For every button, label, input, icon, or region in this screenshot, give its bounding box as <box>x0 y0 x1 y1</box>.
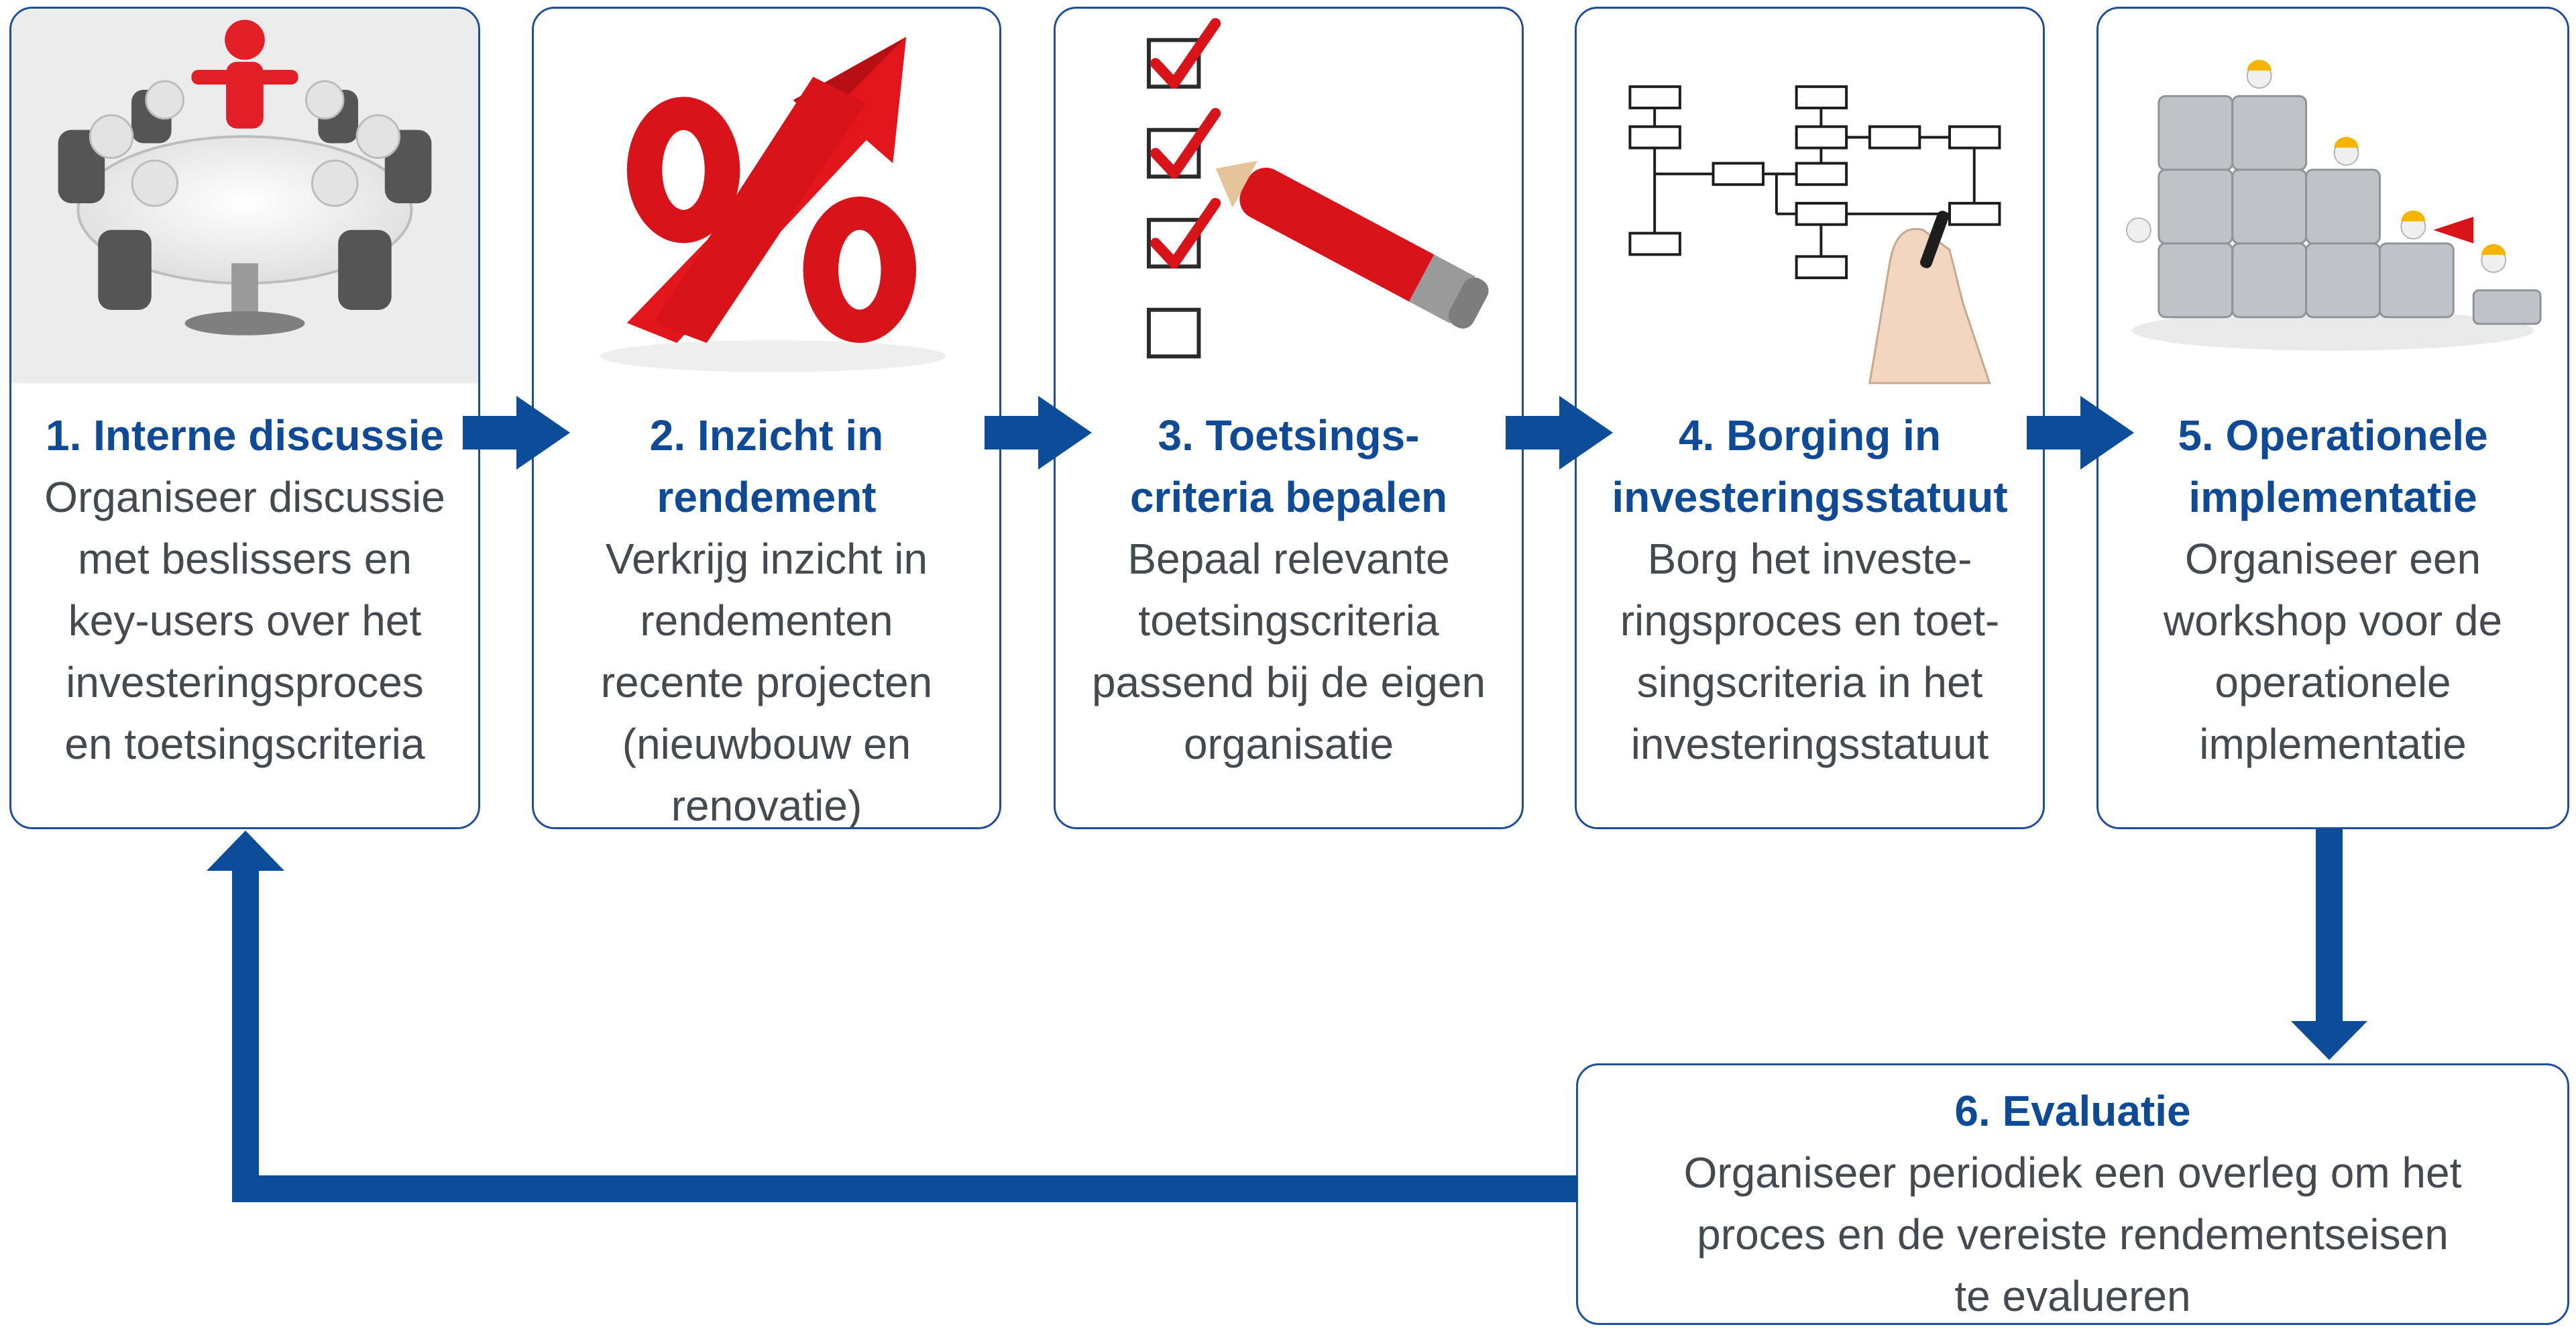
arrow-5-to-6 <box>2291 829 2367 1060</box>
puzzle-team-icon <box>2098 9 2567 384</box>
arrow-6-to-1 <box>207 831 1577 1202</box>
step-6-title: 6. Evaluatie <box>1954 1087 2191 1135</box>
meeting-table-icon <box>11 9 478 384</box>
flowchart-icon <box>1577 9 2043 384</box>
step-4-title: 4. Borging in investeringsstatuut <box>1612 411 2008 521</box>
arrow-3-to-4 <box>1506 396 1613 470</box>
step-2-body: Verkrijg inzicht in rendementen recente … <box>600 535 933 829</box>
arrow-4-to-5 <box>2027 396 2134 470</box>
step-2-box: 2. Inzicht in rendement Verkrijg inzicht… <box>532 7 1001 829</box>
step-4-body: Borg het investe- ringsproces en toet- s… <box>1620 535 2000 768</box>
step-4-box: 4. Borging in investeringsstatuut Borg h… <box>1575 7 2045 829</box>
step-1-box: 1. Interne discussie Organiseer discussi… <box>9 7 480 829</box>
step-6-box: 6. Evaluatie Organiseer periodiek een ov… <box>1576 1063 2569 1325</box>
step-1-title: 1. Interne discussie <box>45 411 445 460</box>
arrow-1-to-2 <box>463 396 570 470</box>
step-6-body: Organiseer periodiek een overleg om het … <box>1683 1149 2462 1320</box>
step-3-box: 3. Toetsings- criteria bepalen Bepaal re… <box>1054 7 1524 829</box>
checklist-icon <box>1056 9 1522 384</box>
step-5-title: 5. Operationele implementatie <box>2178 411 2488 521</box>
step-3-body: Bepaal relevante toetsingscriteria passe… <box>1091 535 1486 768</box>
arrow-2-to-3 <box>985 396 1092 470</box>
step-3-title: 3. Toetsings- criteria bepalen <box>1129 411 1448 521</box>
step-5-box: 5. Operationele implementatie Organiseer… <box>2096 7 2569 829</box>
step-1-body: Organiseer discussie met beslissers en k… <box>44 473 445 768</box>
step-2-title: 2. Inzicht in rendement <box>649 411 884 521</box>
percent-arrow-icon <box>534 9 999 384</box>
step-5-body: Organiseer een workshop voor de operatio… <box>2163 535 2503 768</box>
